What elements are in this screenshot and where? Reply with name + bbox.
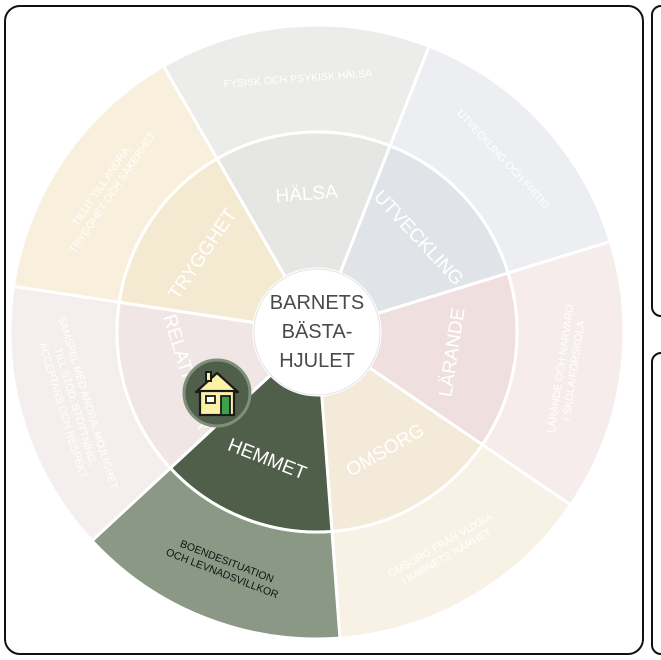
house-icon[interactable] [182,358,252,428]
center-title-line1: BARNETS [270,292,364,314]
side-panel-bottom [651,352,661,655]
center-title-line3: HJULET [279,350,355,372]
side-panel-top [651,5,661,317]
inner-ring [115,130,519,534]
inner-label-halsa: HÄLSA [275,182,339,208]
center-title-line2: BÄSTA- [282,321,353,343]
center-disc [253,268,381,396]
